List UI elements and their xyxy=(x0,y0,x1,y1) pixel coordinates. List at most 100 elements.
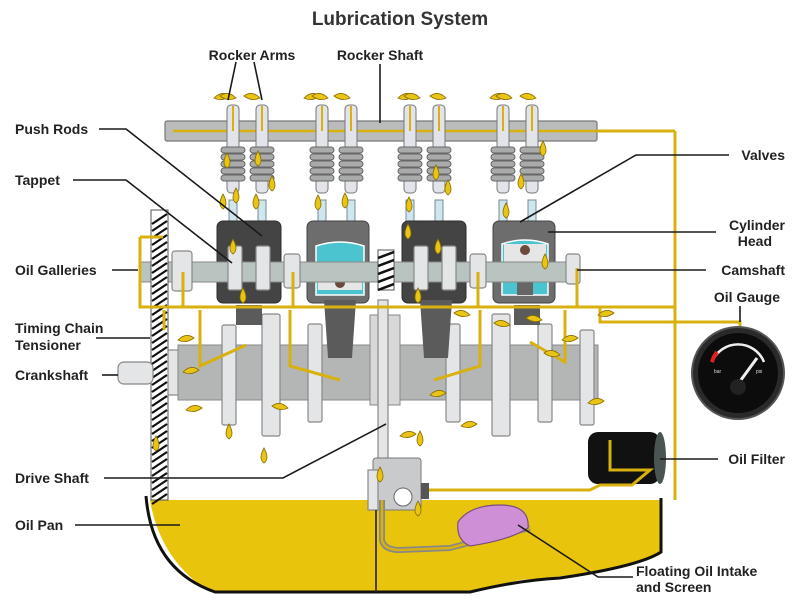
valve-assemblies xyxy=(220,104,545,231)
oil-drop xyxy=(314,194,322,211)
oil-splash xyxy=(403,93,421,100)
label-timing-chain-line2: Tensioner xyxy=(15,337,81,353)
oil-splash xyxy=(185,405,203,412)
oil-drop xyxy=(225,423,233,440)
oil-drop xyxy=(260,447,268,464)
oil-splash xyxy=(271,403,289,410)
oil-splash xyxy=(399,431,417,438)
label-tappet: Tappet xyxy=(15,172,60,188)
label-cylinder-head-line1: Cylinder xyxy=(729,217,786,233)
oil-drop xyxy=(517,173,525,190)
gauge-unit-psi: psi xyxy=(756,369,762,375)
oil-drop xyxy=(254,150,262,167)
oil-splash xyxy=(460,421,478,428)
chain-hatch-stripe xyxy=(151,248,168,260)
timing-chain-tensioner xyxy=(150,209,169,505)
oil-drop xyxy=(239,287,247,304)
label-oil-filter: Oil Filter xyxy=(728,451,785,467)
chain-hatch-stripe xyxy=(151,269,168,281)
oil-galleries xyxy=(138,129,742,500)
chain-hatch-stripe xyxy=(151,234,168,246)
chain-hatch-stripe xyxy=(151,479,168,491)
oil-splash xyxy=(587,398,605,405)
label-rocker-arms: Rocker Arms xyxy=(209,47,296,63)
chain-hatch-stripe xyxy=(151,255,168,267)
chain-hatch-stripe xyxy=(151,493,168,505)
valve-assembly xyxy=(338,104,364,231)
chain-hatch-stripe xyxy=(151,388,168,400)
chain-hatch-stripe xyxy=(151,395,168,407)
oil-drop xyxy=(434,238,442,255)
oil-splash xyxy=(429,390,447,397)
oil-drop xyxy=(541,253,549,270)
oil-filter xyxy=(588,432,666,484)
valve-assembly xyxy=(490,104,516,231)
chain-hatch-stripe xyxy=(151,283,168,295)
label-oil-pan: Oil Pan xyxy=(15,517,63,533)
chain-hatch-stripe xyxy=(151,465,168,477)
oil-drop xyxy=(229,238,237,255)
chain-hatch-stripe xyxy=(151,353,168,365)
oil-drop xyxy=(268,175,276,192)
oil-drop xyxy=(341,192,349,209)
oil-drop xyxy=(414,287,422,304)
oil-splash xyxy=(561,335,579,342)
chain-hatch-stripe xyxy=(151,451,168,463)
chain-hatch-stripe xyxy=(151,339,168,351)
oil-drop xyxy=(502,202,510,219)
chain-hatch-stripe xyxy=(151,409,168,421)
oil-splash xyxy=(597,310,615,317)
chain-hatch-stripe xyxy=(151,374,168,386)
oil-drop xyxy=(404,223,412,240)
oil-drops xyxy=(152,93,615,517)
chain-hatch-stripe xyxy=(151,276,168,288)
label-floating-intake-line2: and Screen xyxy=(636,579,711,595)
chain-hatch-stripe xyxy=(151,220,168,232)
oil-drop xyxy=(219,193,227,210)
oil-pan xyxy=(144,495,663,594)
oil-drop xyxy=(223,152,231,169)
chain-hatch-stripe xyxy=(151,402,168,414)
chain-hatch-stripe xyxy=(151,381,168,393)
chain-hatch-stripe xyxy=(151,444,168,456)
oil-splash xyxy=(311,93,329,100)
leader-lines xyxy=(73,61,741,578)
label-oil-galleries: Oil Galleries xyxy=(15,262,97,278)
oil-splash xyxy=(182,367,200,374)
oil-drop xyxy=(414,500,422,517)
chain-hatch-stripe xyxy=(151,360,168,372)
chain-hatch-stripe xyxy=(151,423,168,435)
oil-drop xyxy=(376,466,384,483)
oil-drop xyxy=(405,196,413,213)
oil-drop xyxy=(444,179,452,196)
oil-splash xyxy=(243,93,261,100)
label-drive-shaft: Drive Shaft xyxy=(15,470,89,486)
oil-splash xyxy=(519,93,537,100)
chain-hatch-stripe xyxy=(151,290,168,302)
valve-assembly xyxy=(426,104,452,231)
oil-drop xyxy=(432,164,440,181)
floating-oil-intake xyxy=(457,504,529,547)
label-camshaft: Camshaft xyxy=(721,262,785,278)
chain-hatch-stripe xyxy=(151,416,168,428)
label-floating-intake-line1: Floating Oil Intake xyxy=(636,563,758,579)
oil-splash xyxy=(543,350,561,357)
oil-splash xyxy=(525,315,543,322)
oil-splash xyxy=(333,93,351,100)
oil-gauge: bar psi xyxy=(691,326,785,420)
oil-splash xyxy=(177,335,195,342)
valve-assembly xyxy=(249,104,275,231)
oil-splash xyxy=(495,93,513,100)
chain-hatch-stripe xyxy=(151,486,168,498)
oil-splash xyxy=(493,320,511,327)
oil-drop xyxy=(539,140,547,157)
chain-hatch-stripe xyxy=(151,367,168,379)
chain-hatch-stripe xyxy=(151,213,168,225)
label-crankshaft: Crankshaft xyxy=(15,367,88,383)
label-oil-gauge: Oil Gauge xyxy=(714,289,780,305)
label-valves: Valves xyxy=(741,147,785,163)
gauge-unit-bar: bar xyxy=(714,369,722,375)
chain-hatch-stripe xyxy=(151,332,168,344)
label-rocker-shaft: Rocker Shaft xyxy=(337,47,424,63)
